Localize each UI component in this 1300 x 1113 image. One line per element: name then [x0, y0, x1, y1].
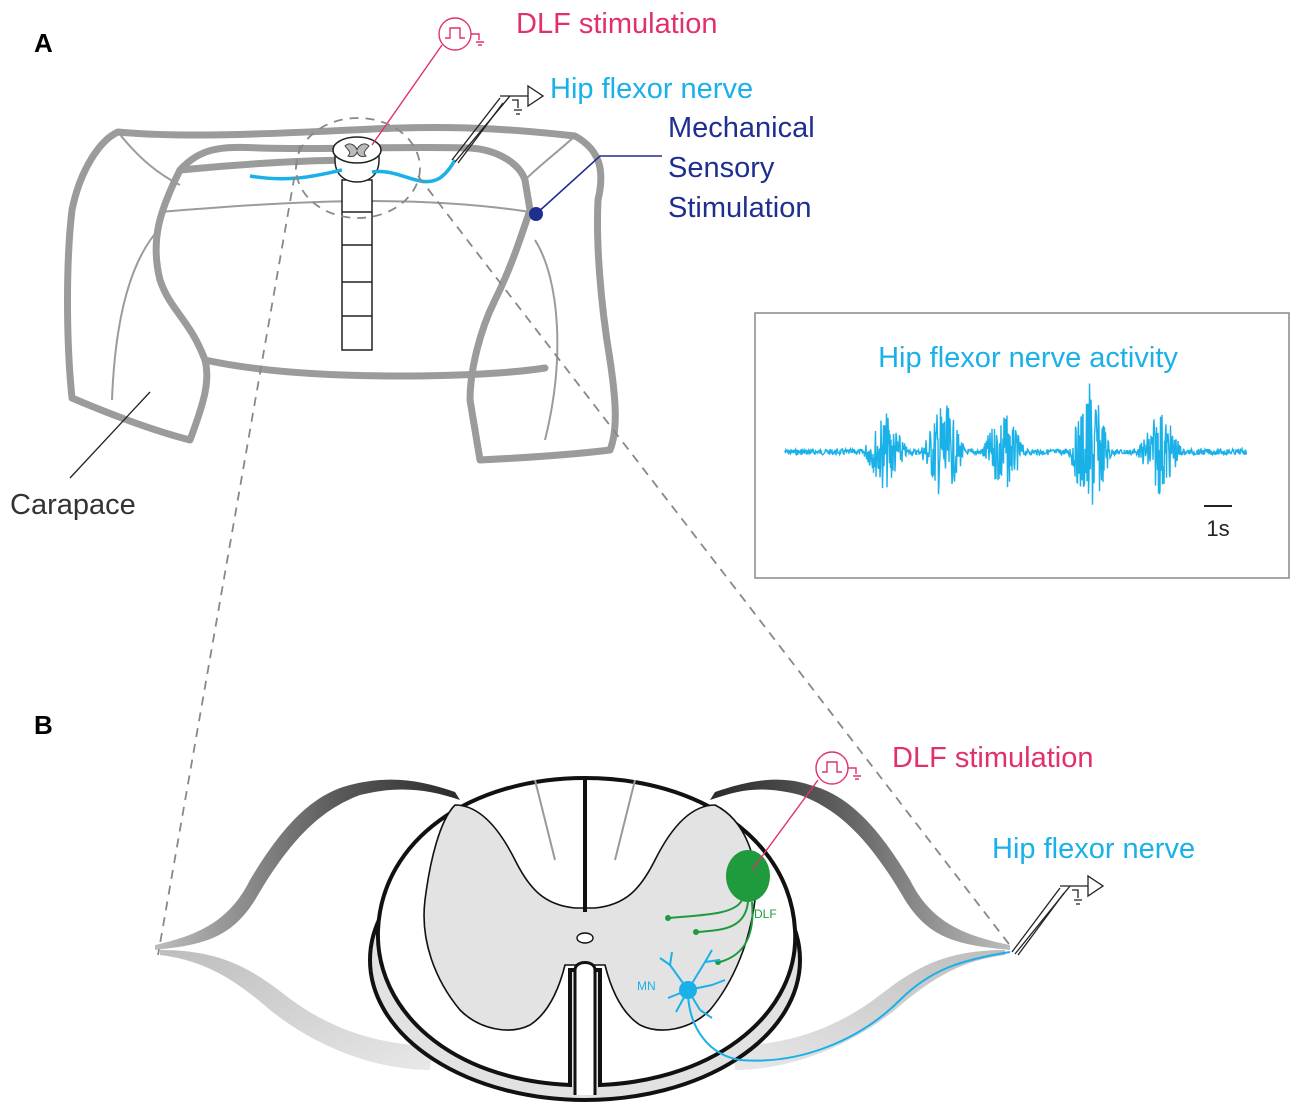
panel-b-letter: B [34, 710, 53, 740]
recording-electrode-b [1011, 874, 1105, 956]
carapace-leader-line [69, 391, 151, 479]
trace-title: Hip flexor nerve activity [878, 342, 1178, 374]
scale-bar-label: 1s [1206, 516, 1229, 541]
nerve-activity-trace [784, 383, 1248, 505]
dlf-stimulation-label-a: DLF stimulation [516, 8, 717, 40]
hip-flexor-nerve-a [249, 159, 457, 184]
motor-neuron-soma [679, 981, 697, 999]
nerve-roots [155, 779, 1010, 1070]
motor-neuron [659, 949, 1011, 1062]
dlf-stimulation-label-b: DLF stimulation [892, 742, 1093, 774]
dlf-stimulator-b [751, 751, 861, 871]
mechanical-label-line1: Mechanical [668, 112, 815, 144]
dlf-region [665, 850, 770, 965]
zoom-projection-lines [157, 117, 1013, 956]
spinal-cord-cross-section [368, 775, 802, 1102]
recording-electrode-a [451, 84, 545, 164]
mechanical-label-line2: Sensory [668, 152, 775, 184]
dlf-small-label: DLF [754, 907, 777, 921]
hip-flexor-nerve-label-b: Hip flexor nerve [992, 833, 1195, 865]
mechanical-label-line3: Stimulation [668, 192, 811, 224]
dlf-stimulator-a [371, 17, 484, 146]
carapace-label: Carapace [10, 489, 136, 521]
mechanical-stim-marker [529, 155, 662, 221]
hip-flexor-nerve-label-a: Hip flexor nerve [550, 73, 753, 105]
cord-butterfly-icon [344, 143, 370, 158]
mn-small-label: MN [637, 979, 656, 993]
panel-a-letter: A [34, 28, 53, 58]
